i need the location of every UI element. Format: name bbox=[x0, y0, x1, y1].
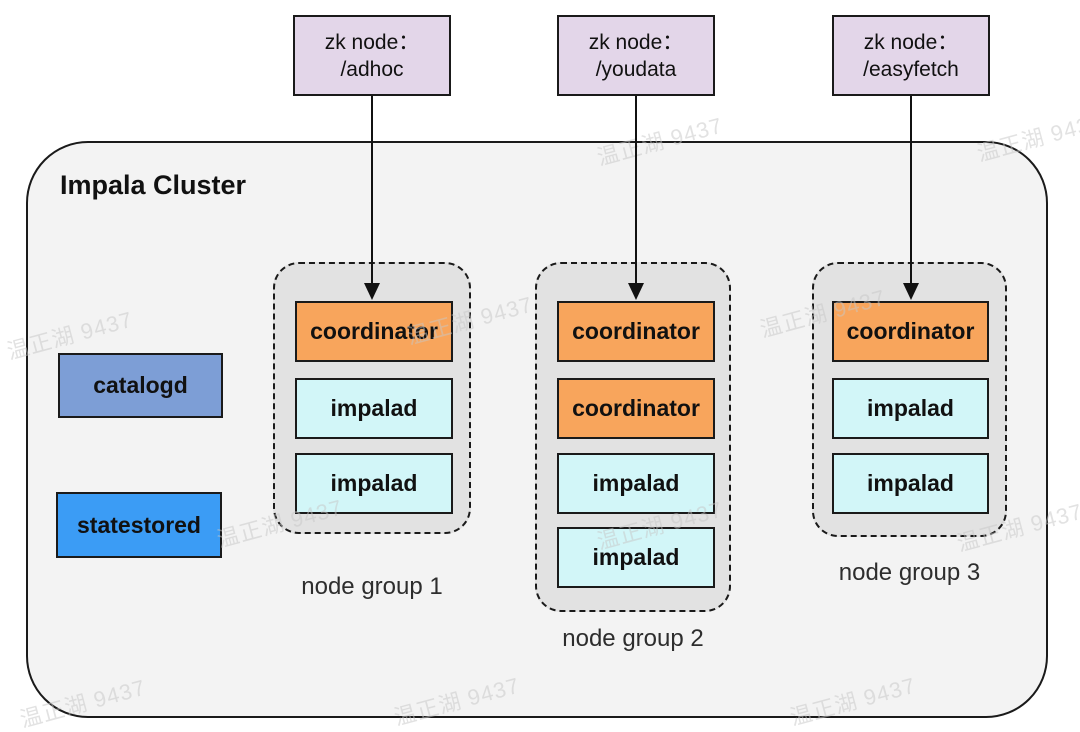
cluster-title: Impala Cluster bbox=[60, 170, 247, 200]
zk-node-box-youdata: zk node： /youdata bbox=[557, 15, 715, 96]
zk-node-path: /easyfetch bbox=[863, 57, 959, 81]
node-box-coordinator: coordinator bbox=[295, 301, 453, 362]
node-box-impalad: impalad bbox=[832, 378, 989, 439]
node-box-coordinator: coordinator bbox=[557, 378, 715, 439]
statestored-label: statestored bbox=[77, 511, 201, 538]
zk-node-box-adhoc: zk node： /adhoc bbox=[293, 15, 451, 96]
node-group-1: coordinator impalad impalad bbox=[273, 262, 471, 534]
node-box-impalad: impalad bbox=[295, 453, 453, 514]
arrow-zk2-to-group2-line bbox=[635, 96, 637, 286]
catalogd-label: catalogd bbox=[93, 372, 188, 398]
zk-node-path: /adhoc bbox=[340, 57, 404, 81]
node-group-3-label: node group 3 bbox=[838, 559, 981, 586]
node-group-2: coordinator coordinator impalad impalad bbox=[535, 262, 731, 612]
zk-node-label: zk node： bbox=[863, 30, 959, 54]
node-group-2-label: node group 2 bbox=[562, 625, 704, 652]
node-box-impalad: impalad bbox=[295, 378, 453, 439]
node-group-3: coordinator impalad impalad bbox=[812, 262, 1007, 537]
catalogd-box: catalogd bbox=[58, 353, 223, 418]
node-box-impalad: impalad bbox=[557, 453, 715, 514]
arrow-zk2-to-group2-head bbox=[628, 283, 644, 300]
zk-node-box-easyfetch: zk node： /easyfetch bbox=[832, 15, 990, 96]
node-group-1-label: node group 1 bbox=[301, 573, 443, 600]
zk-node-path: /youdata bbox=[595, 57, 677, 81]
arrow-zk3-to-group3-head bbox=[903, 283, 919, 300]
node-box-coordinator: coordinator bbox=[832, 301, 989, 362]
node-box-impalad: impalad bbox=[557, 527, 715, 588]
arrow-zk1-to-group1-head bbox=[364, 283, 380, 300]
node-box-impalad: impalad bbox=[832, 453, 989, 514]
zk-node-label: zk node： bbox=[324, 30, 420, 54]
arrow-zk1-to-group1-line bbox=[371, 96, 373, 286]
zk-node-label: zk node： bbox=[588, 30, 684, 54]
node-box-coordinator: coordinator bbox=[557, 301, 715, 362]
statestored-box: statestored bbox=[56, 492, 222, 558]
arrow-zk3-to-group3-line bbox=[910, 96, 912, 286]
